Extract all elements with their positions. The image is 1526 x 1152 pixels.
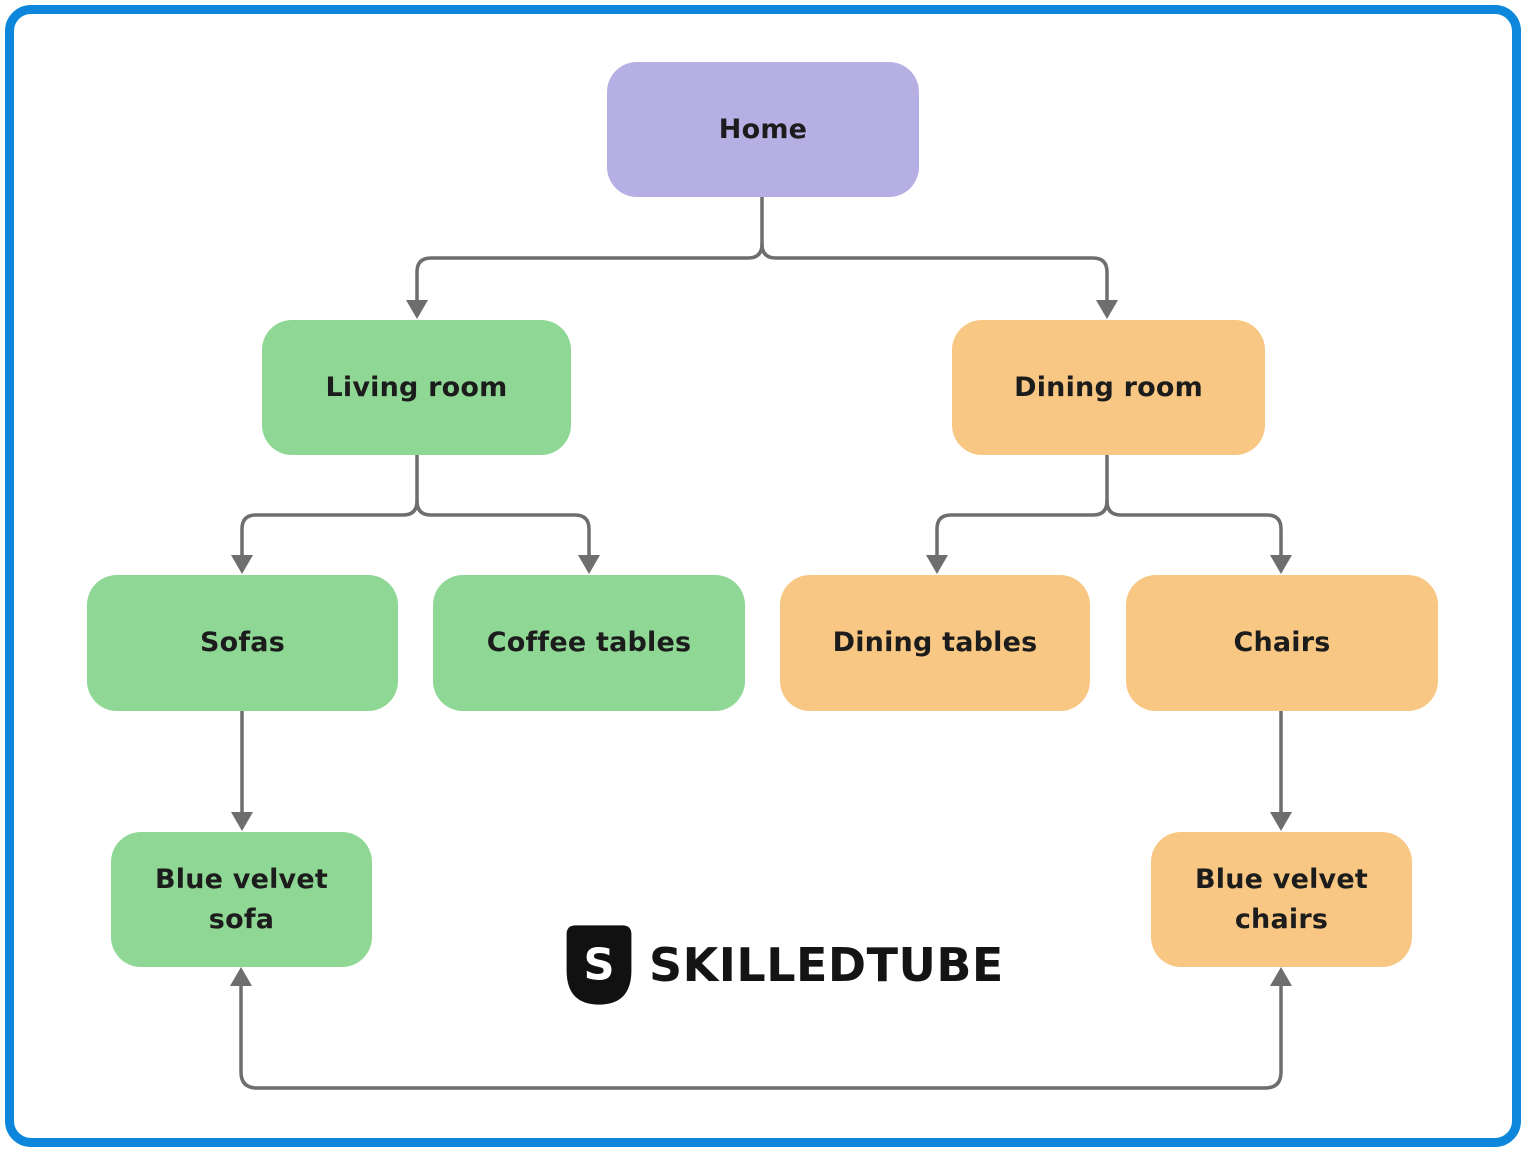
arrowhead-into-dining-tables: [926, 555, 948, 574]
node-dining-tables-label: Dining tables: [832, 627, 1038, 659]
node-blue-velvet-sofa: Blue velvet sofa: [111, 832, 372, 967]
node-living-room: Living room: [262, 320, 571, 455]
node-sofas-label: Sofas: [199, 627, 286, 659]
node-chairs: Chairs: [1126, 575, 1438, 711]
arrowhead-into-blue-velvet-sofa-top: [231, 812, 253, 831]
shield-letter: S: [583, 940, 614, 990]
edge-living-room-coffee-tables: [415, 499, 591, 562]
edge-living-room-sofas: [240, 453, 419, 562]
node-sofas: Sofas: [87, 575, 398, 711]
shield-s-icon: S: [566, 925, 632, 1005]
arrowhead-into-blue-velvet-sofa-bottom: [230, 967, 252, 986]
node-blue-velvet-chairs-label: Blue velvet chairs: [1195, 864, 1368, 935]
arrowhead-into-living-room: [406, 300, 428, 319]
arrowhead-into-chairs: [1270, 555, 1292, 574]
node-blue-velvet-sofa-label: Blue velvet sofa: [155, 864, 328, 935]
arrowhead-into-blue-velvet-chairs-bottom: [1270, 967, 1292, 986]
node-chairs-label: Chairs: [1233, 627, 1331, 659]
node-coffee-tables-label: Coffee tables: [486, 627, 692, 659]
edge-bottom-arc: [239, 981, 1283, 1090]
edge-dining-room-dining-tables: [935, 453, 1109, 562]
node-dining-tables: Dining tables: [780, 575, 1090, 711]
node-dining-room-label: Dining room: [1014, 371, 1203, 403]
node-living-room-label: Living room: [325, 371, 508, 403]
skilledtube-logo: S SKILLEDTUBE: [563, 920, 1004, 1010]
edge-dining-room-chairs: [1105, 499, 1283, 562]
edge-home-dining-room: [760, 242, 1109, 306]
connector-arrowheads: [230, 300, 1292, 986]
node-dining-room: Dining room: [952, 320, 1265, 455]
logo-wordmark: SKILLEDTUBE: [649, 938, 1004, 992]
node-coffee-tables: Coffee tables: [433, 575, 745, 711]
arrowhead-into-sofas: [231, 555, 253, 574]
edge-home-living-room: [415, 195, 764, 306]
node-home: Home: [607, 62, 919, 197]
connector-lines: [239, 195, 1283, 1090]
node-home-label: Home: [718, 113, 808, 145]
arrowhead-into-coffee-tables: [578, 555, 600, 574]
arrowhead-into-dining-room: [1096, 300, 1118, 319]
node-blue-velvet-chairs: Blue velvet chairs: [1151, 832, 1412, 967]
arrowhead-into-blue-velvet-chairs-top: [1270, 812, 1292, 831]
